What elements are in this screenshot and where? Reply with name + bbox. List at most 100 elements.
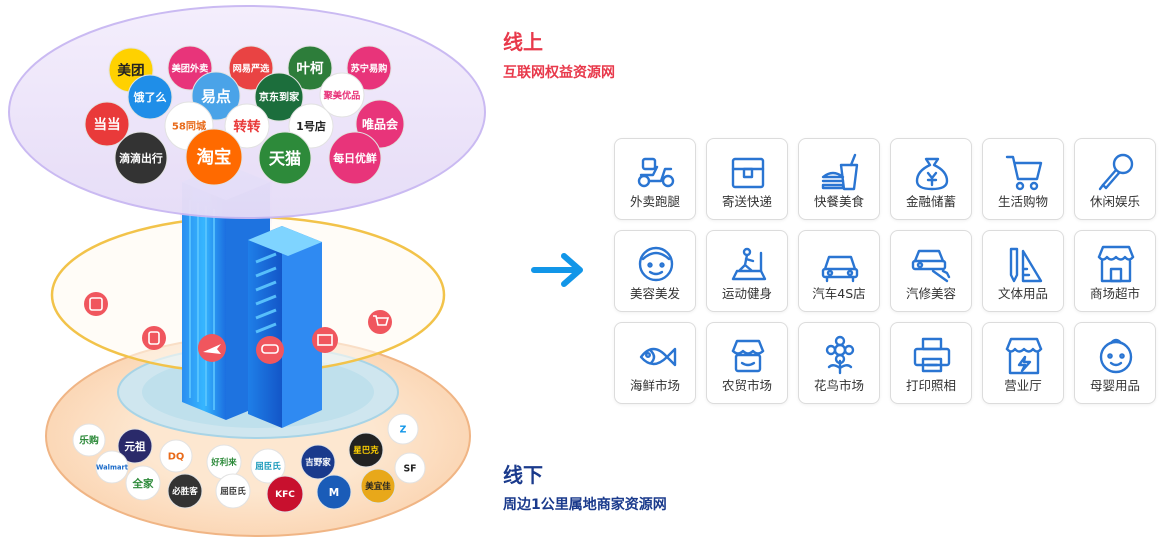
category-tile[interactable]: 金融储蓄 <box>890 138 972 220</box>
category-label: 运动健身 <box>721 286 772 301</box>
offline-logo-text: SF <box>403 463 416 474</box>
category-label: 文体用品 <box>997 286 1048 301</box>
ring-icons <box>84 292 392 364</box>
category-label: 寄送快递 <box>721 194 772 209</box>
online-logo: 每日优鲜 <box>328 131 382 185</box>
category-label: 外卖跑腿 <box>629 194 680 209</box>
online-logo: 转转 <box>224 103 270 149</box>
online-logo-text: 1号店 <box>296 119 326 133</box>
online-logo-text: 易点 <box>201 87 231 105</box>
category-label: 美容美发 <box>629 286 680 301</box>
category-tile[interactable]: 商场超市 <box>1074 230 1156 312</box>
category-tile[interactable]: 生活购物 <box>982 138 1064 220</box>
offline-logo: DQ <box>159 439 193 473</box>
arrow-right-icon <box>531 253 583 287</box>
online-logo-text: 淘宝 <box>197 147 232 168</box>
category-label: 花鸟市场 <box>813 378 864 393</box>
category-tile[interactable]: 母婴用品 <box>1074 322 1156 404</box>
online-logo-text: 苏宁易购 <box>351 62 388 74</box>
online-logo-text: 京东到家 <box>259 91 300 104</box>
category-tile[interactable]: 寄送快递 <box>706 138 788 220</box>
stationery-icon <box>1009 247 1043 283</box>
online-logo-text: 天猫 <box>269 149 301 168</box>
category-tile[interactable]: 打印照相 <box>890 322 972 404</box>
category-tile[interactable]: 外卖跑腿 <box>614 138 696 220</box>
category-tile[interactable]: 汽修美容 <box>890 230 972 312</box>
offline-logo-text: DQ <box>168 452 185 463</box>
category-tile[interactable]: 海鲜市场 <box>614 322 696 404</box>
category-tile[interactable]: 汽车4S店 <box>798 230 880 312</box>
category-tile[interactable]: 花鸟市场 <box>798 322 880 404</box>
offline-logo: 元祖 <box>117 428 153 464</box>
category-label: 商场超市 <box>1089 286 1140 301</box>
online-logo-text: 58同城 <box>172 120 207 133</box>
online-logo: 滴滴出行 <box>114 131 168 185</box>
offline-logo: 必胜客 <box>167 473 203 509</box>
fast-food-icon <box>821 153 859 191</box>
printer-icon <box>913 337 951 373</box>
online-logo-text: 美团 <box>117 62 144 79</box>
offline-logo-text: KFC <box>275 490 295 500</box>
offline-subtitle: 周边1公里属地商家资源网 <box>503 497 667 513</box>
car-icon <box>821 255 859 283</box>
money-bag-icon <box>915 157 949 191</box>
offline-logo: SF <box>394 452 426 484</box>
online-logo: 苏宁易购 <box>346 45 392 91</box>
category-label: 母婴用品 <box>1089 378 1140 393</box>
offline-logo: Walmart <box>95 450 129 484</box>
offline-logo: 星巴克 <box>348 432 384 468</box>
online-logo: 天猫 <box>258 131 312 185</box>
cup-icon <box>142 326 166 350</box>
offline-logo-text: 元祖 <box>125 440 146 453</box>
offline-logo-text: Walmart <box>96 463 129 471</box>
category-label: 休闲娱乐 <box>1089 194 1140 209</box>
category-tile[interactable]: 快餐美食 <box>798 138 880 220</box>
parcel-box-icon <box>731 157 765 189</box>
offline-logo: 美宜佳 <box>360 468 396 504</box>
online-logo-text: 网易严选 <box>233 62 271 74</box>
category-tile[interactable]: 美容美发 <box>614 230 696 312</box>
online-logo-text: 每日优鲜 <box>333 151 377 165</box>
offline-logo: M <box>316 474 352 510</box>
offline-logo-text: 屈臣氏 <box>255 461 281 472</box>
offline-logo: 屈臣氏 <box>250 448 286 484</box>
online-logo-text: 聚美优品 <box>323 89 361 101</box>
face-icon <box>638 246 674 282</box>
online-logo-text: 唯品会 <box>362 116 399 131</box>
online-logo-text: 饿了么 <box>133 90 167 104</box>
offline-logo-text: 必胜客 <box>171 486 198 497</box>
shopping-cart-icon <box>1005 155 1043 191</box>
merchant-category-grid: 外卖跑腿 寄送快递 快餐美食 金融储蓄 生活购物休闲娱乐美容美发 运动健身 汽车4S店汽修美… <box>614 138 1158 408</box>
category-tile[interactable]: 农贸市场 <box>706 322 788 404</box>
online-logo: 淘宝 <box>185 128 243 186</box>
scan-icon <box>84 292 108 316</box>
offline-logo: 乐购 <box>72 423 106 457</box>
offline-logo: 全家 <box>125 465 161 501</box>
category-tile[interactable]: 营业厅 <box>982 322 1064 404</box>
category-tile[interactable]: 文体用品 <box>982 230 1064 312</box>
online-logo-text: 转转 <box>233 118 261 135</box>
category-label: 海鲜市场 <box>629 378 680 393</box>
category-tile[interactable]: 休闲娱乐 <box>1074 138 1156 220</box>
offline-logo-text: 屈臣氏 <box>220 486 246 497</box>
online-logo: 京东到家 <box>254 72 304 122</box>
category-label: 金融储蓄 <box>905 194 956 209</box>
offline-logo-text: 好利来 <box>210 457 237 468</box>
offline-logo: KFC <box>266 475 304 513</box>
flower-icon <box>825 335 855 375</box>
offline-logo-text: Z <box>400 424 407 435</box>
treadmill-icon <box>731 247 767 281</box>
online-logo-text: 美团外卖 <box>172 62 209 74</box>
category-tile[interactable]: 运动健身 <box>706 230 788 312</box>
category-label: 汽修美容 <box>905 286 956 301</box>
microphone-icon <box>1098 153 1134 191</box>
online-logo-text: 滴滴出行 <box>119 151 163 165</box>
category-label: 营业厅 <box>1004 378 1042 393</box>
service-hall-icon <box>1005 337 1043 375</box>
offline-logo: 吉野家 <box>300 444 336 480</box>
category-label: 快餐美食 <box>813 194 864 209</box>
